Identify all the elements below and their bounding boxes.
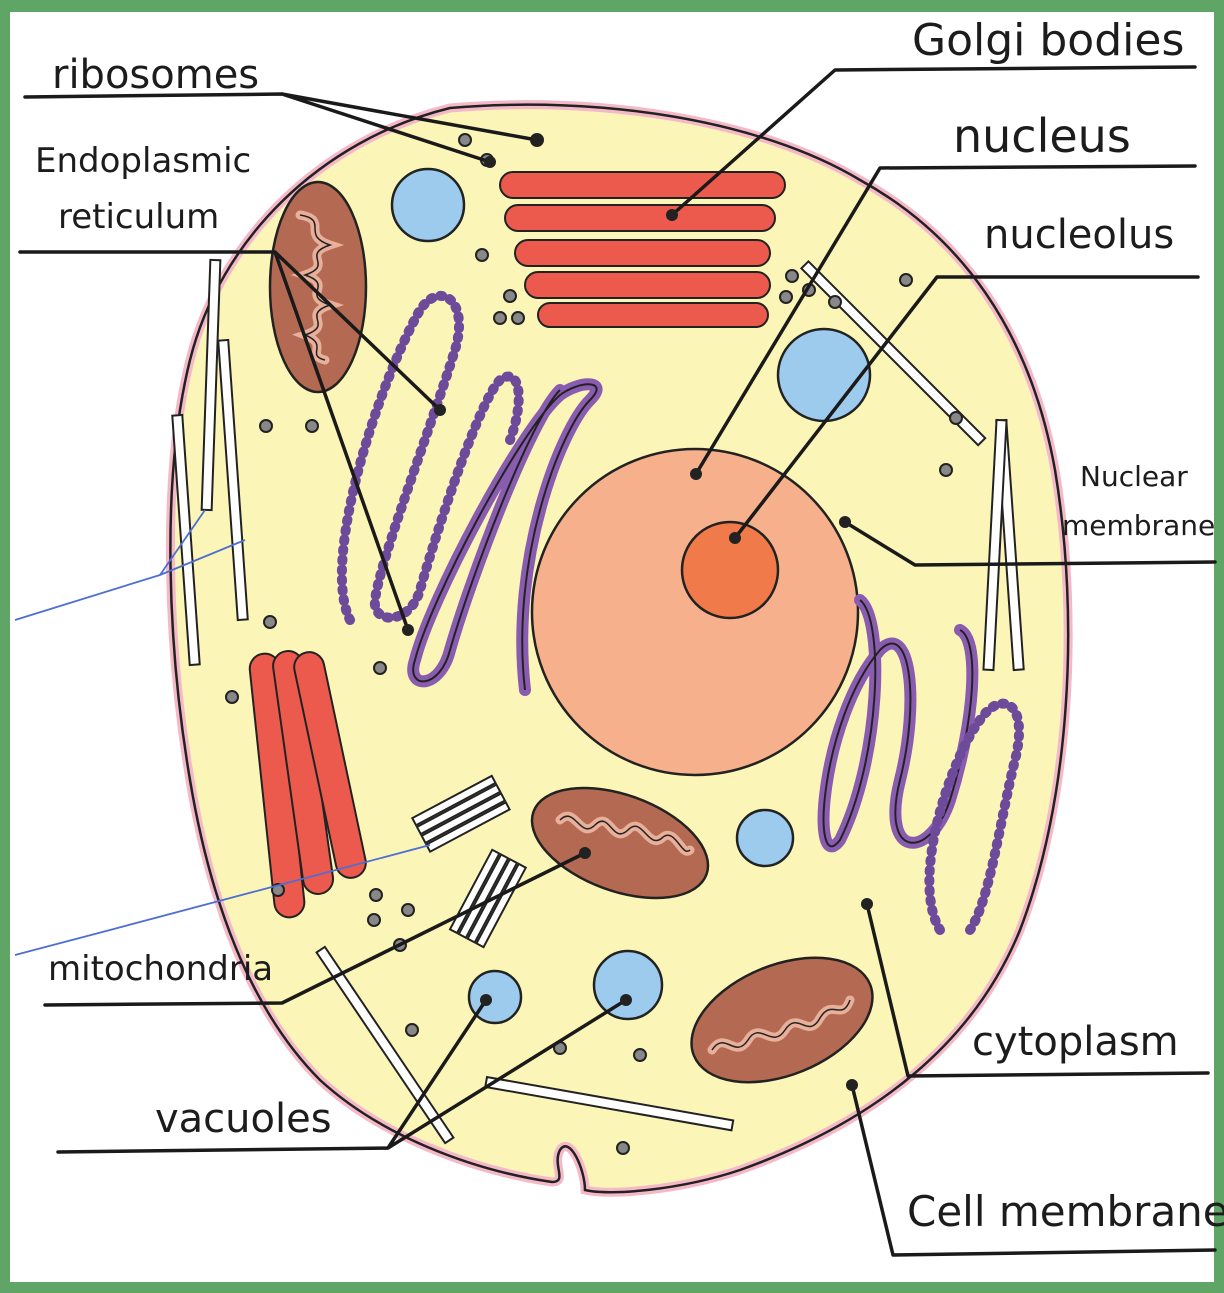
label-cell-membrane: Cell membrane xyxy=(907,1187,1224,1236)
label-nucleolus: nucleolus xyxy=(984,212,1174,258)
label-reticulum: reticulum xyxy=(58,197,219,237)
label-endoplasmic: Endoplasmic xyxy=(35,141,251,181)
label-nuclear: Nuclear xyxy=(1080,460,1188,493)
label-mitochondria: mitochondria xyxy=(48,949,273,989)
vacuole xyxy=(392,169,464,241)
label-ribosomes: ribosomes xyxy=(52,52,259,98)
nucleus xyxy=(532,449,858,775)
vacuole xyxy=(737,810,793,866)
mitochondrion-top xyxy=(270,182,366,392)
label-golgi-bodies: Golgi bodies xyxy=(912,15,1184,66)
label-membrane: membrane xyxy=(1062,509,1215,542)
label-cytoplasm: cytoplasm xyxy=(972,1019,1179,1065)
vacuole xyxy=(778,329,870,421)
label-vacuoles: vacuoles xyxy=(155,1096,332,1142)
label-nucleus: nucleus xyxy=(953,109,1131,163)
vacuole xyxy=(594,951,662,1019)
